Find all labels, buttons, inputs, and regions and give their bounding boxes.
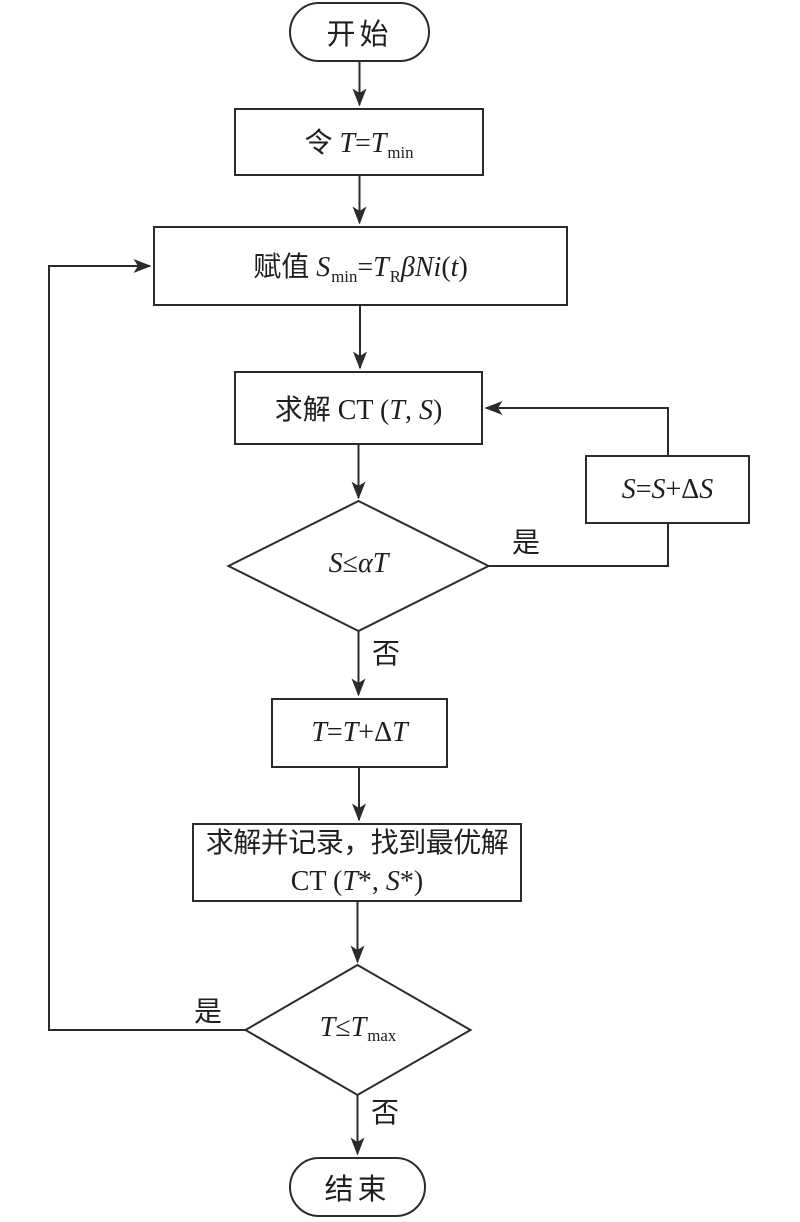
init-t-label: 令 T=Tmin: [304, 121, 413, 162]
label-part: T: [370, 128, 387, 160]
label-part: min: [331, 266, 358, 286]
label-part: =: [635, 473, 652, 505]
label-part: max: [367, 1026, 397, 1046]
label-part: ≤: [335, 1012, 351, 1043]
label-part: T: [342, 865, 358, 897]
record-solution-line2: CT (T*, S*): [291, 863, 424, 901]
label-part: =: [355, 128, 371, 160]
record-solution-line1: 求解并记录，找到最优解: [205, 827, 509, 859]
solve-ct-label: 求解 CT (T, S): [275, 388, 443, 428]
label-part: T: [392, 717, 408, 748]
label-part: *,: [357, 865, 386, 897]
label-part: min: [387, 142, 414, 162]
label-part: +Δ: [665, 473, 700, 505]
edge-label-yes-t: 是: [194, 997, 223, 1028]
label-part: αT: [358, 548, 389, 579]
t-condition-label: T≤Tmax: [238, 1012, 478, 1046]
label-part: T: [350, 1012, 367, 1043]
t-increment-label: T=T+ΔT: [311, 717, 407, 749]
label-part: 求解: [274, 395, 338, 426]
label-part: S: [621, 473, 636, 505]
label-part: (: [441, 252, 451, 284]
end-label: 结束: [324, 1174, 391, 1206]
assign-s-box: 赋值 Smin=TRβNi(t): [153, 226, 568, 306]
s-increment-box: S=S+ΔS: [585, 455, 750, 524]
t-condition-diamond: [243, 963, 473, 1097]
label-part: S: [328, 548, 343, 579]
start-label: 开始: [326, 19, 393, 51]
edge-label-yes-s: 是: [512, 528, 541, 559]
label-part: T: [389, 395, 405, 426]
label-part: S: [418, 395, 433, 426]
init-t-box: 令 T=Tmin: [234, 108, 484, 176]
label-part: =: [357, 252, 374, 284]
assign-s-label: 赋值 Smin=TRβNi(t): [253, 245, 468, 286]
s-condition-diamond: [226, 499, 491, 633]
label-part: R: [389, 266, 401, 286]
label-part: 令: [304, 128, 340, 160]
edge-label-no-s: 否: [372, 639, 401, 670]
label-part: βNi: [400, 252, 442, 284]
label-part: S: [651, 473, 666, 505]
label-part: CT (: [290, 865, 343, 897]
edge-tcond-yes-loop: [48, 259, 246, 1031]
label-part: T: [342, 717, 359, 748]
label-part: ≤: [342, 548, 359, 579]
label-part: CT (: [337, 395, 390, 426]
label-part: 赋值: [253, 252, 317, 284]
label-part: S: [385, 865, 400, 897]
label-part: S: [699, 473, 714, 505]
label-part: T: [311, 717, 327, 748]
s-increment-label: S=S+ΔS: [622, 474, 714, 506]
s-condition-label: S≤αT: [238, 548, 479, 580]
label-part: t: [450, 252, 459, 284]
label-part: T: [373, 252, 389, 284]
label-part: +Δ: [358, 717, 393, 748]
label-part: ): [458, 252, 468, 284]
edge-label-no-t: 否: [371, 1098, 400, 1129]
label-part: ): [432, 395, 443, 426]
start-node: 开始: [289, 2, 430, 62]
label-part: T: [339, 128, 356, 160]
end-node: 结束: [289, 1157, 426, 1217]
label-part: S: [316, 252, 331, 284]
label-part: =: [326, 717, 343, 748]
solve-ct-box: 求解 CT (T, S): [234, 371, 483, 445]
record-solution-box: 求解并记录，找到最优解 CT (T*, S*): [192, 823, 522, 902]
label-part: *): [399, 865, 424, 897]
t-increment-box: T=T+ΔT: [271, 698, 448, 768]
label-part: ,: [404, 395, 419, 426]
label-part: T: [319, 1012, 336, 1043]
